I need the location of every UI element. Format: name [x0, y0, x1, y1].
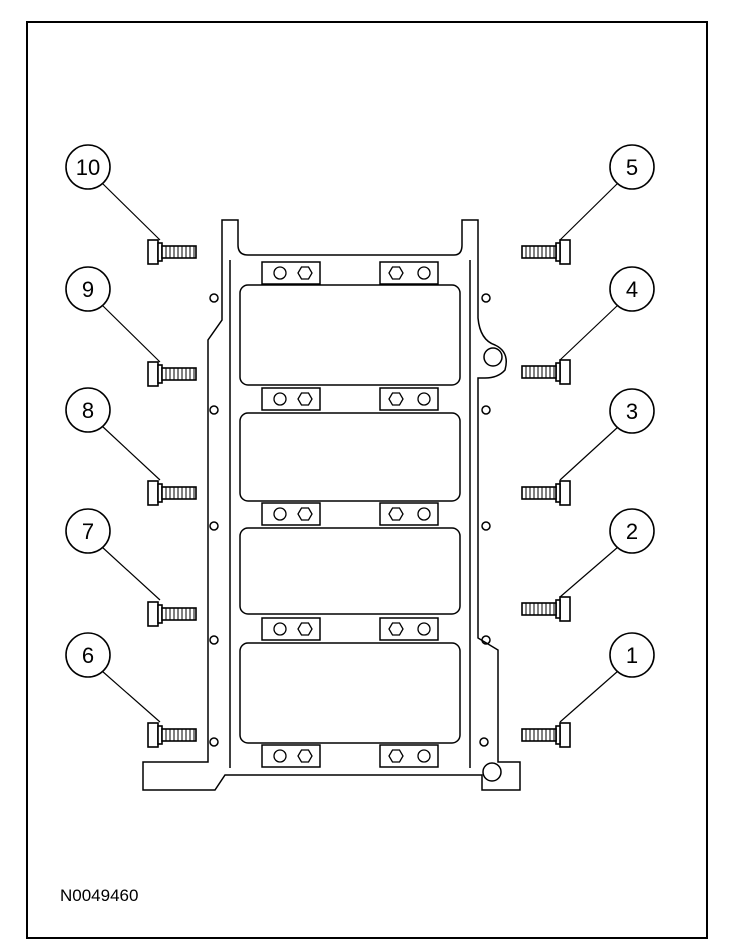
pad-mark	[297, 392, 313, 406]
bolt-icon	[521, 239, 571, 265]
hole	[479, 737, 489, 747]
callout-circle	[65, 266, 111, 312]
pad-mark	[388, 266, 404, 280]
beam-opening-4	[239, 642, 461, 744]
callout-number-4: 4	[626, 277, 638, 302]
hole	[209, 635, 219, 645]
hole	[481, 405, 491, 415]
leader-line	[101, 546, 161, 601]
callout-number-2: 2	[626, 519, 638, 544]
pad	[261, 261, 321, 285]
pad-mark	[417, 392, 431, 406]
bolt-icon	[147, 722, 197, 748]
callout-circle	[65, 387, 111, 433]
callout-number-9: 9	[82, 277, 94, 302]
pad	[261, 387, 321, 411]
leader-line	[559, 546, 619, 598]
callout-number-3: 3	[626, 399, 638, 424]
pad-mark	[297, 749, 313, 763]
hole	[209, 737, 219, 747]
dowel-hole	[483, 347, 503, 367]
callout-number-8: 8	[82, 398, 94, 423]
callout-circle	[609, 144, 655, 190]
dowel-hole	[482, 762, 502, 782]
leader-line	[559, 426, 619, 481]
callout-number-6: 6	[82, 643, 94, 668]
pad	[261, 617, 321, 641]
pad-mark	[388, 507, 404, 521]
leader-line	[559, 304, 619, 361]
bolt-icon	[521, 596, 571, 622]
pad	[379, 261, 439, 285]
bolt-icon	[521, 359, 571, 385]
pad-mark	[273, 749, 287, 763]
pad	[379, 617, 439, 641]
beam-opening-3	[239, 527, 461, 615]
leader-line	[559, 182, 619, 241]
callout-circle	[65, 144, 111, 190]
pad-mark	[388, 622, 404, 636]
pad-mark	[388, 392, 404, 406]
pad-marks	[273, 266, 431, 763]
pad-mark	[417, 749, 431, 763]
callout-circle	[65, 508, 111, 554]
callout-circle	[65, 632, 111, 678]
pad-mark	[273, 392, 287, 406]
pad	[261, 502, 321, 526]
hole	[481, 293, 491, 303]
bolts	[147, 239, 571, 748]
leader-line	[101, 425, 161, 481]
figure-id: N0049460	[60, 886, 139, 905]
pad	[261, 744, 321, 768]
pad-mark	[417, 622, 431, 636]
callout-circle	[609, 266, 655, 312]
callout-circle	[609, 508, 655, 554]
pad	[379, 387, 439, 411]
callout-number-1: 1	[626, 643, 638, 668]
beam-outline	[142, 219, 521, 791]
beam-opening-2	[239, 412, 461, 502]
callout-number-10: 10	[76, 155, 100, 180]
hole	[209, 405, 219, 415]
pad	[379, 744, 439, 768]
hole	[209, 521, 219, 531]
pad-mark	[297, 622, 313, 636]
hole	[481, 521, 491, 531]
bolt-icon	[147, 480, 197, 506]
bolt-icon	[521, 722, 571, 748]
leader-line	[101, 182, 161, 241]
bolt-icon	[147, 361, 197, 387]
pad-mark	[273, 622, 287, 636]
bolt-icon	[147, 601, 197, 627]
leader-line	[101, 304, 161, 363]
figure-border	[26, 21, 708, 939]
hole	[209, 293, 219, 303]
pad-mark	[417, 266, 431, 280]
bolt-icon	[521, 480, 571, 506]
callouts: 1 2 3 4 5 6 7 8 9 10	[65, 144, 655, 723]
callout-circle	[609, 632, 655, 678]
bolt-icon	[147, 239, 197, 265]
bearing-cap-beam	[142, 219, 521, 791]
pad-mark	[273, 266, 287, 280]
pad-mark	[388, 749, 404, 763]
callout-number-7: 7	[82, 519, 94, 544]
pad-mark	[417, 507, 431, 521]
pad-mark	[297, 507, 313, 521]
pad-mark	[297, 266, 313, 280]
leader-line	[101, 670, 161, 723]
callout-number-5: 5	[626, 155, 638, 180]
pad-mark	[273, 507, 287, 521]
beam-opening-1	[239, 284, 461, 386]
callout-circle	[609, 388, 655, 434]
leader-line	[559, 670, 619, 723]
hole	[481, 635, 491, 645]
pad	[379, 502, 439, 526]
